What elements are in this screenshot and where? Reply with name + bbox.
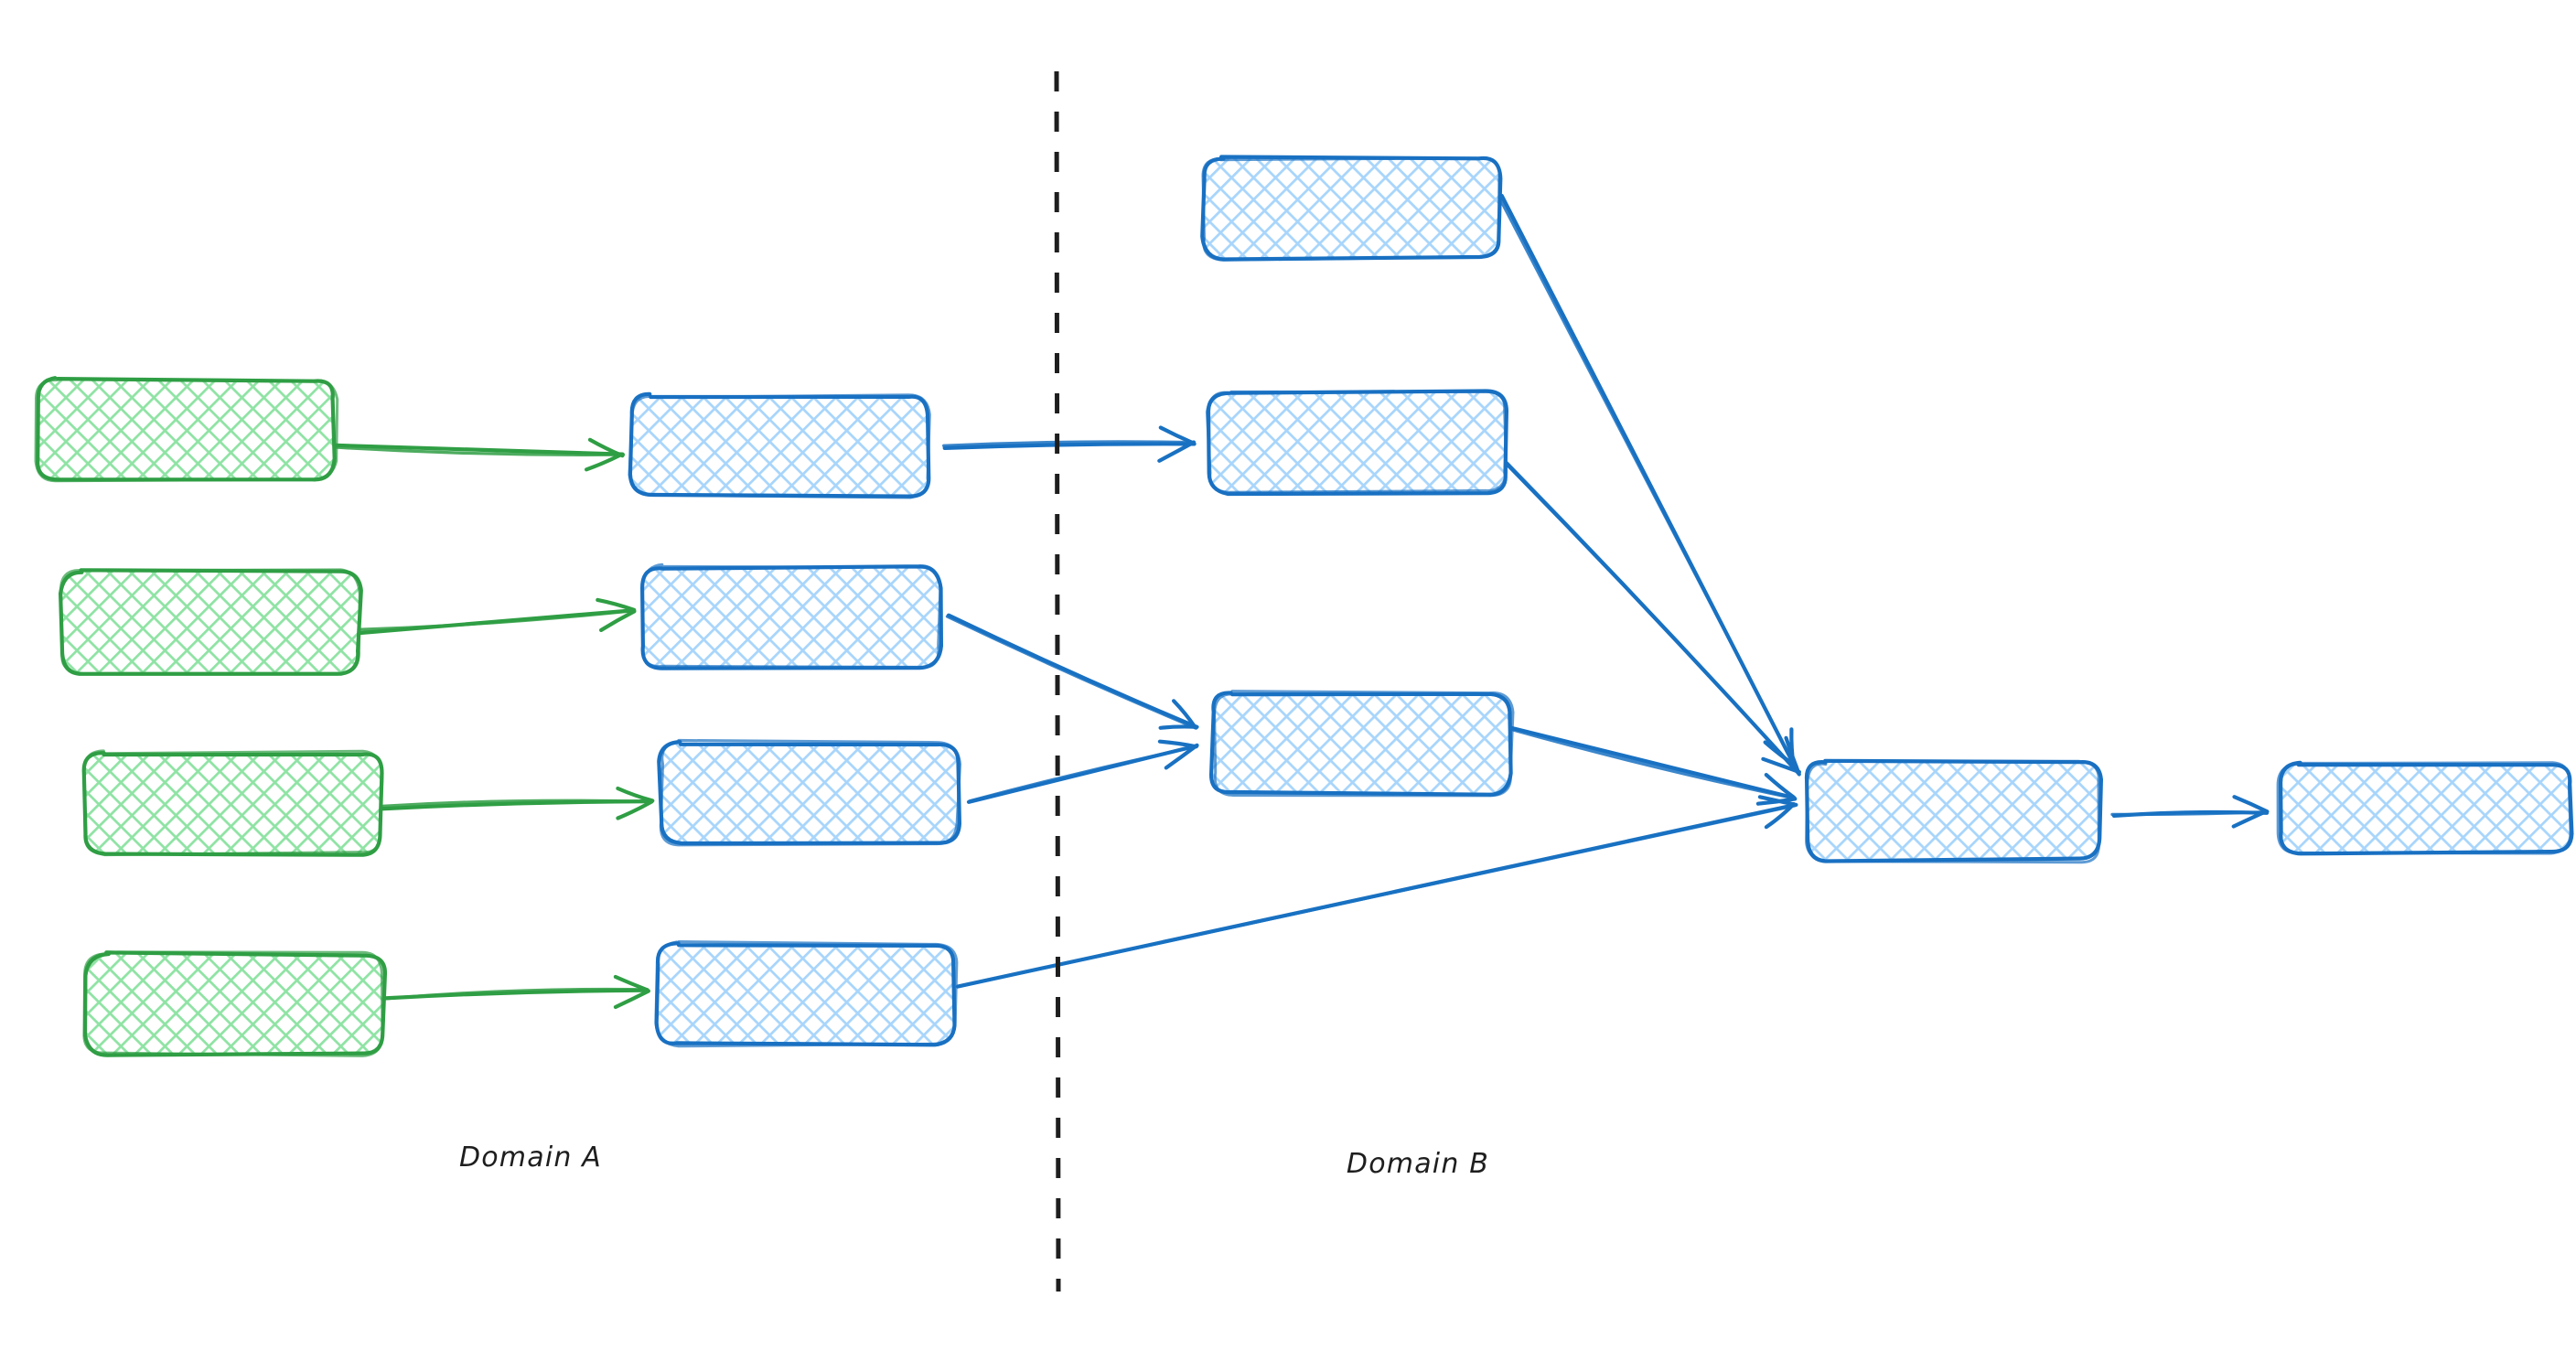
node-b2[interactable] bbox=[639, 563, 943, 670]
edge-c3-d1 bbox=[1504, 724, 1798, 806]
edge-a1-b1 bbox=[330, 437, 626, 472]
node-c2[interactable] bbox=[1205, 389, 1508, 497]
node-a3[interactable] bbox=[81, 749, 384, 857]
node-b3[interactable] bbox=[657, 738, 961, 847]
node-layer bbox=[34, 155, 2574, 1057]
node-a1[interactable] bbox=[34, 376, 339, 483]
node-a4[interactable] bbox=[82, 950, 388, 1057]
edge-a3-b3 bbox=[377, 786, 655, 820]
edge-layer bbox=[330, 193, 2270, 1010]
edge-b4-d1 bbox=[955, 795, 1798, 989]
edge-b2-c3 bbox=[945, 613, 1199, 730]
edge-a2-b2 bbox=[357, 597, 637, 636]
edge-b1-c2 bbox=[942, 425, 1197, 463]
node-d1[interactable] bbox=[1804, 758, 2103, 864]
domain-divider bbox=[1054, 70, 1061, 1292]
edge-c2-d1 bbox=[1501, 458, 1801, 777]
node-c1[interactable] bbox=[1200, 155, 1503, 262]
edge-a4-b4 bbox=[382, 974, 650, 1010]
edge-c1-d1 bbox=[1497, 193, 1798, 768]
divider-layer bbox=[1054, 70, 1061, 1292]
domain-a-label: Domain A bbox=[459, 1142, 602, 1174]
edge-b3-c3 bbox=[966, 739, 1199, 804]
node-e1[interactable] bbox=[2276, 760, 2574, 856]
domain-b-label: Domain B bbox=[1347, 1148, 1489, 1180]
node-a2[interactable] bbox=[58, 568, 363, 676]
node-c3[interactable] bbox=[1208, 690, 1515, 798]
node-b1[interactable] bbox=[628, 391, 931, 499]
node-b4[interactable] bbox=[654, 940, 959, 1048]
edge-d1-e1 bbox=[2110, 795, 2270, 829]
